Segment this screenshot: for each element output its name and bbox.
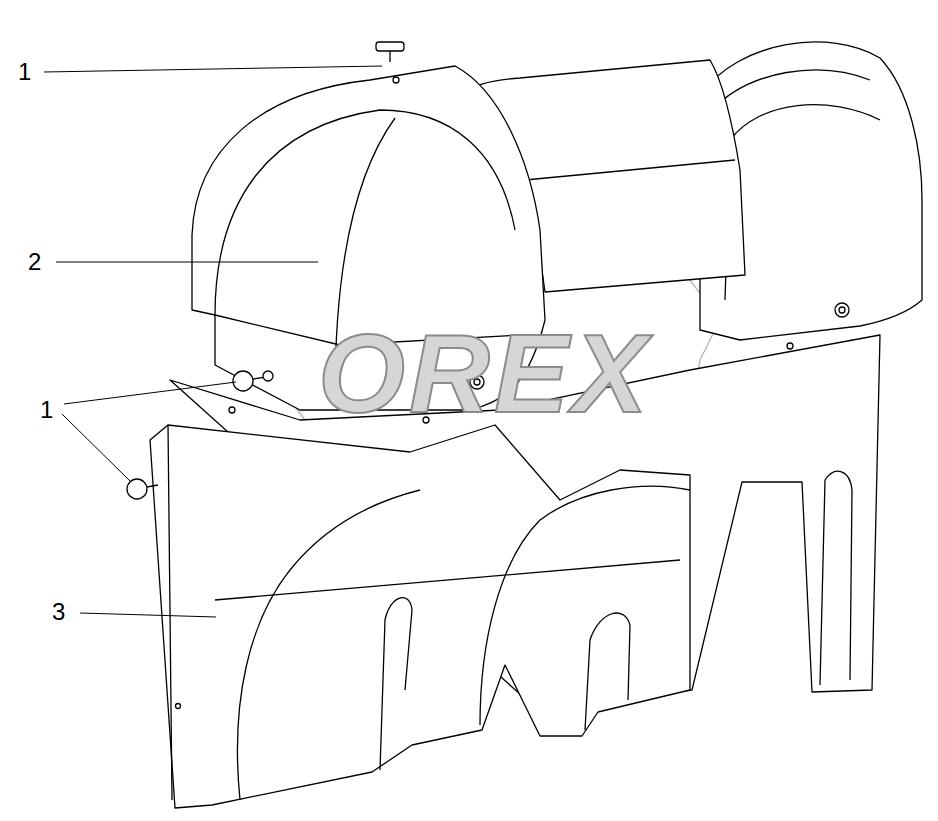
slot bbox=[380, 598, 412, 770]
leader-line bbox=[56, 262, 318, 263]
leader-line bbox=[64, 382, 236, 404]
leader-line bbox=[44, 66, 382, 72]
hole bbox=[393, 77, 399, 83]
hole bbox=[229, 407, 235, 413]
cover-line bbox=[215, 110, 515, 315]
cover-line bbox=[725, 105, 880, 300]
knob-pin bbox=[147, 485, 158, 487]
knob-pin bbox=[389, 51, 390, 62]
plate-line bbox=[480, 486, 690, 725]
callout-number: 3 bbox=[52, 600, 65, 624]
slot bbox=[820, 471, 852, 685]
knob bbox=[233, 371, 253, 391]
leader-line bbox=[62, 414, 131, 482]
plate-edge bbox=[168, 425, 172, 800]
bolt bbox=[835, 303, 849, 317]
callout-number: 1 bbox=[40, 398, 53, 422]
bolt bbox=[839, 307, 845, 313]
cover-line bbox=[712, 70, 870, 110]
watermark: OREX bbox=[318, 318, 651, 430]
hole bbox=[176, 704, 181, 709]
plate-line bbox=[237, 490, 420, 800]
hole bbox=[263, 371, 273, 381]
plate-line bbox=[215, 560, 680, 600]
cover-line bbox=[525, 160, 735, 180]
knob bbox=[127, 479, 147, 499]
callout-number: 2 bbox=[28, 250, 41, 274]
callout-number: 1 bbox=[18, 60, 31, 84]
front-plate bbox=[150, 425, 690, 808]
hole bbox=[787, 343, 793, 349]
leader-line bbox=[80, 613, 216, 617]
slot bbox=[585, 613, 630, 730]
knob bbox=[376, 42, 404, 51]
